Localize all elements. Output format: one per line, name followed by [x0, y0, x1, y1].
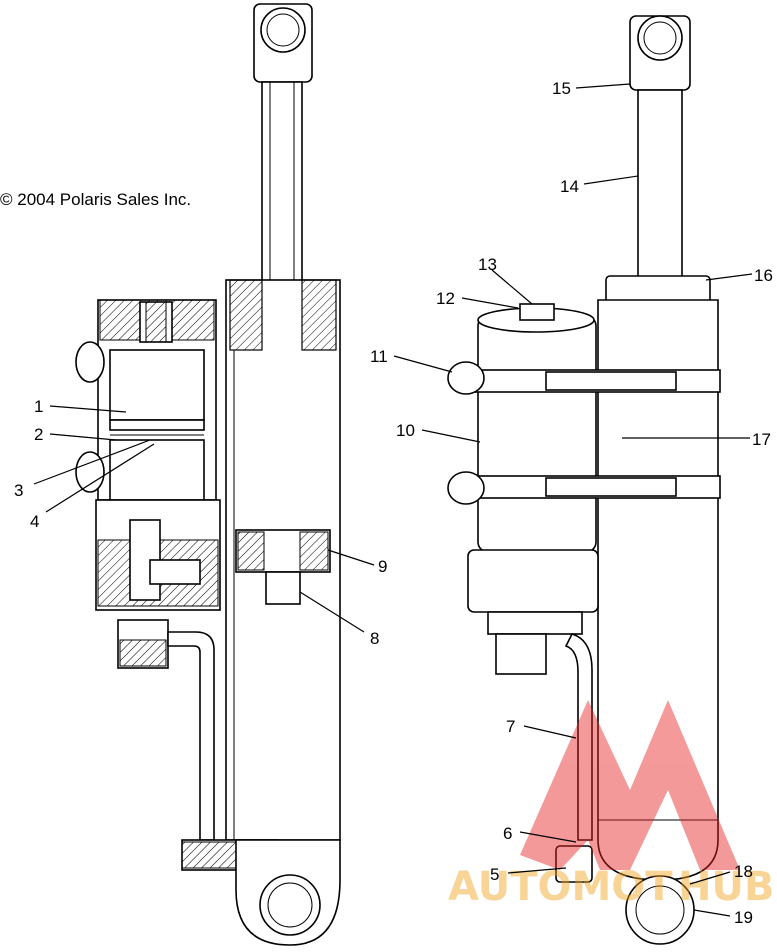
callout-16: 16: [754, 266, 773, 285]
leader-lines: [33, 83, 753, 917]
triangle-logo-icon: [520, 700, 740, 870]
callout-13: 13: [478, 255, 497, 274]
callout-8: 8: [370, 629, 379, 648]
callout-2: 2: [34, 425, 43, 444]
callout-12: 12: [436, 289, 455, 308]
callout-6: 6: [503, 824, 512, 843]
callout-14: 14: [560, 177, 579, 196]
callout-3: 3: [14, 481, 23, 500]
callout-17: 17: [752, 430, 771, 449]
callout-11: 11: [370, 347, 388, 366]
left-cutaway-shock: [75, 3, 341, 946]
automotohub-watermark: AUTOMOT HUB: [448, 700, 774, 910]
callout-4: 4: [30, 512, 39, 531]
callout-10: 10: [396, 421, 415, 440]
callout-9: 9: [378, 557, 387, 576]
watermark-text-right: HUB: [678, 864, 774, 910]
callout-7: 7: [506, 717, 515, 736]
callout-1: 1: [34, 397, 43, 416]
watermark-text-left: AUTOMOT: [448, 864, 673, 910]
callout-19: 19: [734, 908, 753, 927]
callout-5: 5: [490, 865, 499, 884]
callout-18: 18: [734, 862, 753, 881]
right-exterior-shock: [447, 15, 721, 945]
callout-15: 15: [552, 79, 571, 98]
copyright-text: © 2004 Polaris Sales Inc.: [0, 190, 191, 209]
callout-labels: 1 2 3 4 5 6 7 8 9 10 11 12 13 14 15 16 1…: [14, 79, 773, 927]
